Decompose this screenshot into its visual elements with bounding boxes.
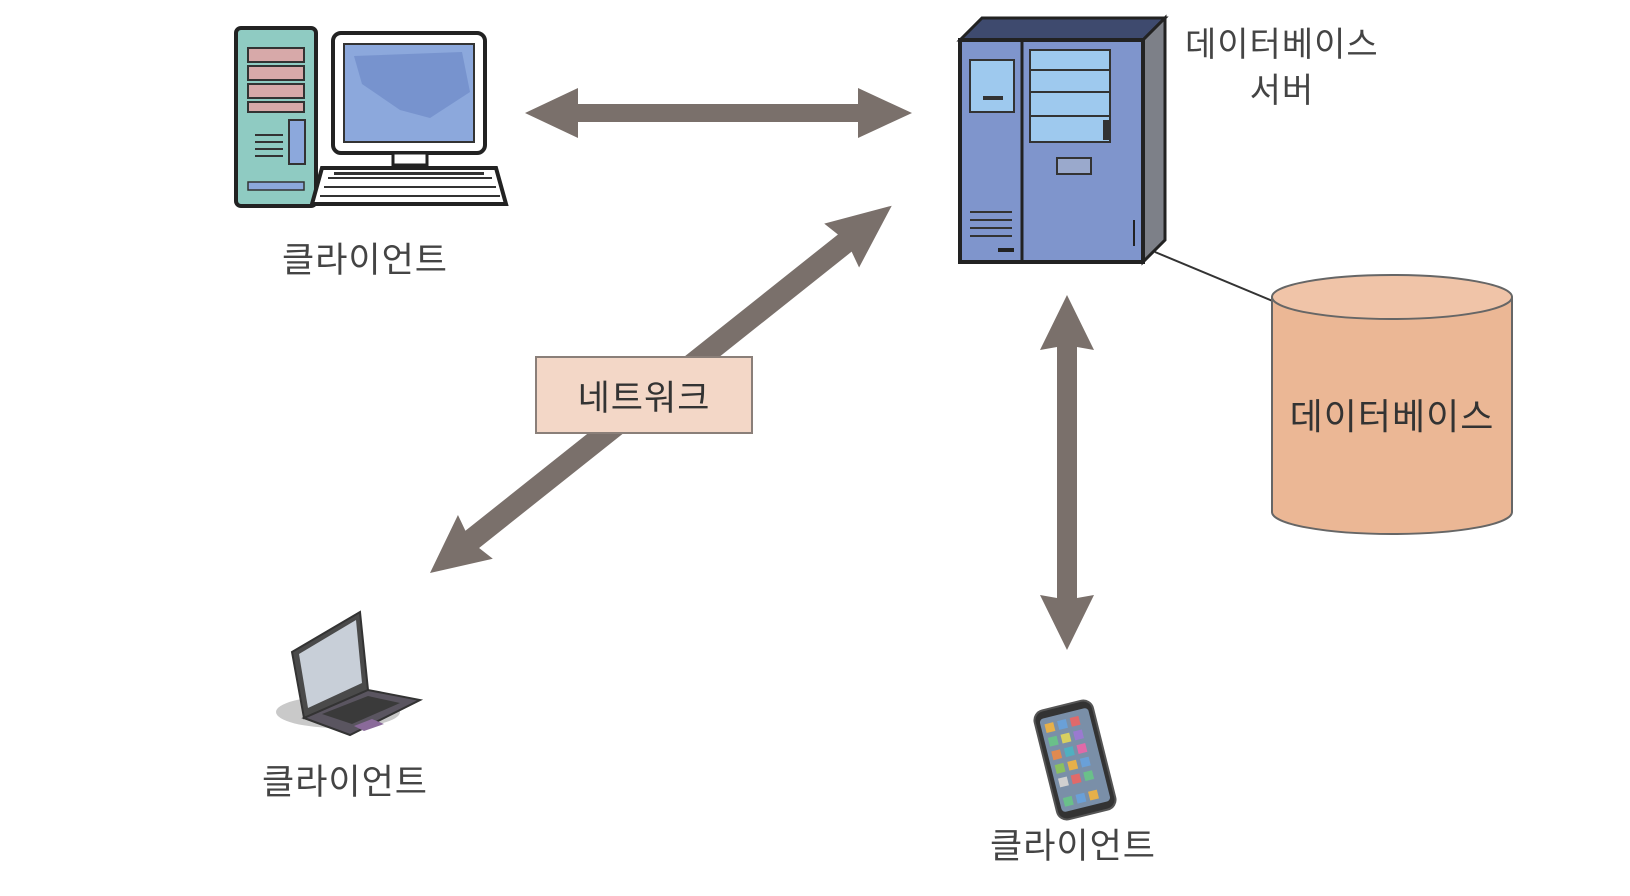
database-server-label: 데이터베이스 서버 [1185,22,1379,114]
network-label-box: 네트워크 [535,356,753,434]
network-label: 네트워크 [577,378,711,419]
desktop-computer-icon [234,26,509,208]
desktop-client-label: 클라이언트 [281,241,449,281]
laptop-icon [276,610,424,737]
database-label: 데이터베이스 [1289,397,1495,438]
arrow-desktop-server [525,88,912,138]
smartphone-icon [1033,699,1117,821]
server-label-line2: 서버 [1249,71,1315,111]
server-label-line1: 데이터베이스 [1185,25,1379,65]
database-server-icon [956,14,1169,266]
database-cylinder-icon [1271,274,1513,535]
server-database-connector [1154,251,1276,303]
phone-client-label: 클라이언트 [989,827,1157,867]
app-grid [1044,715,1099,807]
laptop-client-label: 클라이언트 [261,763,429,803]
arrow-phone-server [1040,295,1094,650]
